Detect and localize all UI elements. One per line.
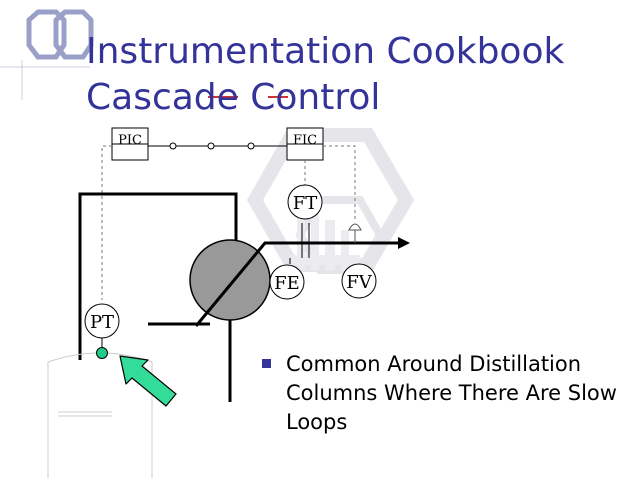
fv-label: FV: [346, 272, 372, 293]
pt-label: PT: [90, 312, 114, 333]
slide-title-line-1: Instrumentation Cookbook: [86, 31, 565, 72]
slide-title-line-2: Cascade Control: [86, 77, 381, 118]
cascade-signal-link: [148, 142, 287, 150]
square-bullet-icon: [262, 359, 271, 368]
outlet-arrow-icon: [398, 237, 410, 249]
pic-label: PIC: [118, 133, 142, 148]
ft-label: FT: [293, 193, 318, 214]
pt-transmitter: PT: [84, 303, 120, 350]
orifice-plate: [289, 223, 310, 264]
ft-transmitter: FT: [287, 184, 323, 220]
bullet-item: Common Around Distillation Columns Where…: [286, 352, 617, 434]
fv-valve: FV: [341, 263, 377, 299]
pointer-arrow-icon: [119, 355, 177, 407]
control-valve-actuator: [348, 223, 362, 243]
fic-controller: FIC: [286, 127, 324, 161]
fe-element: FE: [269, 264, 305, 300]
fe-label: FE: [274, 273, 300, 294]
pic-controller: PIC: [111, 127, 149, 161]
signal-lines: [101, 145, 356, 300]
pressure-tap-dot: [96, 347, 108, 359]
fic-label: FIC: [293, 133, 317, 148]
hexagon-chain-logo-icon: [0, 9, 94, 100]
exchanger-flow-line: [194, 241, 398, 327]
process-piping: [78, 192, 238, 402]
